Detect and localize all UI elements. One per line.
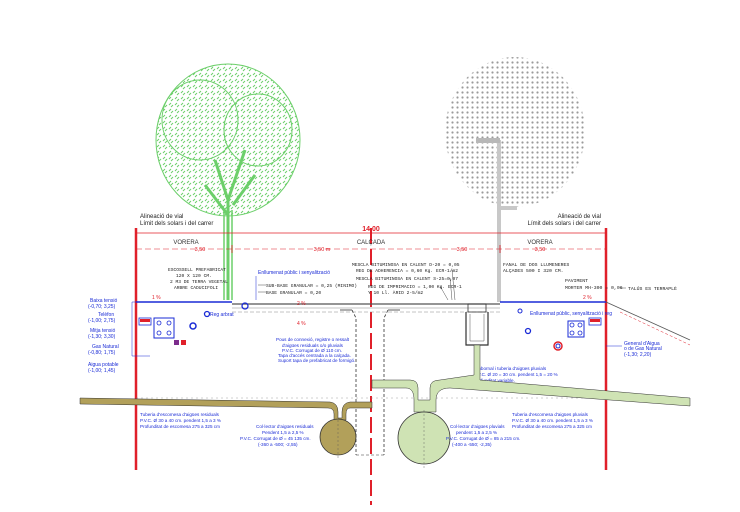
pipe-right-line2: P.V.C. Ø 30 a 40 cm. pendent 1,5 a 3 %: [512, 418, 593, 423]
residual-pipe: [79, 397, 373, 456]
layer-4: REG DE IMPRIMACIO = 1,00 Kg. ECR-1: [368, 284, 462, 290]
left-sidewalk-width: 3,50: [195, 247, 206, 253]
pavement-note-line1: PAVIMENT: [565, 278, 588, 284]
service-water-coords: (-1,00; 1,45): [88, 368, 116, 374]
slope-labels: 1 % 2 % 4 % 2 %: [152, 295, 592, 327]
street-lamp: [445, 57, 585, 302]
services-left: Baixa tensió (-0,70; 3,25) Telèfon (-1,0…: [88, 298, 119, 374]
coll-plu-line3: P.V.C. Corrugat de Ø = 85 a 215 cm.: [446, 436, 520, 441]
left-alignment-line2: Límit dels solars i del carrer: [140, 221, 213, 227]
service-right-line1: General d'Aigua: [624, 341, 660, 347]
alignment-labels: Alineació de vial Límit dels solars i de…: [140, 214, 601, 227]
pipe-right-line3: Profunditat de escomesa 275 a 325 cm: [512, 424, 592, 429]
pipe-notes-left: Tuberia d'escomesa d'aigües residuals P.…: [140, 412, 221, 429]
gully-inlet: [465, 303, 489, 346]
slope-road-top: 2 %: [297, 301, 306, 307]
layer-5: Y 10 Ll. ÀRID 2-5/m2: [368, 289, 423, 296]
service-medium-voltage: Mitja tensió: [90, 328, 116, 334]
utility-ducts-right: [517, 308, 622, 351]
manhole-line3: P.V.C. Corrugat de Ø 110 cm.: [282, 348, 342, 353]
service-right-coords: (-1,30; 2,20): [624, 352, 652, 358]
left-sidewalk-label: VORERA: [173, 240, 198, 246]
service-low-voltage: Baixa tensió: [90, 298, 117, 304]
manhole-note: Pous de connexió, registre o ressalt d'a…: [276, 337, 355, 363]
coll-plu-line4: (-400 a -550; -2,35): [452, 442, 492, 447]
lighting-right: Enllumenat públic, senyalització i reg: [530, 311, 612, 317]
irrigation-label: Reg arbrat: [210, 312, 234, 318]
pipe-left-line1: Tuberia d'escomesa d'aigües residuals: [140, 412, 220, 417]
tree-pit-line3: 2 M3 DE TERRA VEGETAL: [170, 279, 228, 285]
pluvial-pipe: [371, 344, 691, 465]
lighting-labels: Enllumenat públic i senyalització Enllum…: [210, 270, 612, 318]
embankment-note: TALÚS ES TERRAPLÈ: [628, 285, 677, 292]
gully-note: Embornal i tuberia d'aigües pluvials P.V…: [474, 366, 558, 383]
coll-res-line2: Pendent 1,5 a 2,5 %: [262, 430, 304, 435]
pavement-surface: [136, 301, 691, 399]
right-sidewalk-label: VORERA: [527, 240, 552, 246]
tree-pit-line1: ESCOSSELL PREFABRICAT: [168, 267, 226, 273]
service-right: General d'Aigua o de Gas Natural (-1,30;…: [624, 341, 662, 358]
coll-plu-line2: pendent 1,5 a 2,5 %: [456, 430, 497, 435]
lighting-left: Enllumenat públic i senyalització: [258, 270, 330, 276]
right-notes: FANAL DE DOS LLUMENERES ALÇADES 500 I 32…: [503, 262, 677, 292]
collector-pluvial-note: Col·lector d'aigües pluvials pendent 1,5…: [446, 424, 520, 447]
service-gas-coords: (-0,80; 1,75): [88, 350, 116, 356]
center-guides: [337, 410, 425, 470]
roadway-left-width: 3,50 m: [314, 247, 331, 253]
lamp-note-line2: ALÇADES 500 I 320 CM.: [503, 268, 563, 274]
pipe-right-line1: Tuberia d'escomesa d'aigües pluvials: [512, 412, 589, 417]
service-low-voltage-coords: (-0,70; 3,25): [88, 304, 116, 310]
tree-pit-line2: 120 X 120 CM.: [176, 273, 212, 279]
slope-road-bottom: 4 %: [297, 321, 306, 327]
pavement-note-line2: MORTER MH-300 = 0,06: [565, 285, 623, 291]
manhole: [340, 309, 400, 456]
service-telephone: Telèfon: [98, 312, 114, 318]
collector-residual-note: Col·lector d'aigües residuals Pendent 1,…: [240, 424, 314, 447]
total-width-label: 14,00: [362, 226, 380, 233]
gully-line3: Profunditat variable.: [474, 378, 515, 383]
gully-line1: Embornal i tuberia d'aigües pluvials: [474, 366, 547, 371]
manhole-line1: Pous de connexió, registre o ressalt: [276, 337, 350, 342]
coll-res-line1: Col·lector d'aigües residuals: [256, 424, 314, 429]
service-water: Aigua potable: [88, 362, 119, 368]
coll-plu-line1: Col·lector d'aigües pluvials: [450, 424, 505, 429]
right-alignment-line2: Límit dels solars i del carrer: [528, 221, 601, 227]
gully-line2: P.V.C. Ø 20 = 30 cm. pendent 1,5 = 20 %: [474, 372, 558, 377]
dimension-labels: 14,00 VORERA 3,50 CALÇADA 3,50 m 3,50 VO…: [173, 226, 552, 253]
layer-2: REG DE ADHERENCIA = 0,60 Kg. ECR-1/m2: [356, 268, 458, 274]
manhole-line2: d'aigües residuals o/o pluvials: [282, 343, 344, 348]
service-right-line2: o de Gas Natural: [624, 346, 662, 352]
tree-pit-note: ESCOSSELL PREFABRICAT 120 X 120 CM. 2 M3…: [168, 267, 228, 291]
service-gas: Gas Natural: [92, 344, 119, 350]
base-layer-1: SUB-BASE GRANULAR = 0,25 (MINIMO): [266, 283, 357, 289]
base-layer-2: BASE GRANULAR = 0,20: [266, 290, 321, 296]
pipe-left-line3: Profunditat de escomesa 275 a 325 cm: [140, 424, 220, 429]
tree-pit-line4: ARBRE CADUCIFOLI: [174, 285, 218, 291]
slope-left-sidewalk: 1 %: [152, 295, 161, 301]
right-sidewalk-width: 3,50: [535, 247, 546, 253]
service-telephone-coords: (-1,00; 2,75): [88, 318, 116, 324]
manhole-line4: Tapa d'accés centrada a la calçada.: [278, 353, 351, 358]
manhole-line5: Suport tapa de prefabricat de formigó.: [278, 358, 355, 363]
slope-right-sidewalk: 2 %: [583, 295, 592, 301]
utility-ducts-left: [131, 301, 249, 357]
plot-boundaries: [134, 228, 608, 505]
road-layer-notes: MESCLA BITUMINOSA EN CALENT D-20 = 0,05 …: [258, 262, 462, 301]
deciduous-tree: [155, 63, 301, 300]
layer-1: MESCLA BITUMINOSA EN CALENT D-20 = 0,05: [352, 262, 460, 268]
service-medium-voltage-coords: (-1,30; 3,30): [88, 334, 116, 340]
pipe-notes-right: Tuberia d'escomesa d'aigües pluvials P.V…: [512, 412, 593, 429]
layer-3: MESCLA BITUMINOSA EN CALENT S-25=0,07: [356, 276, 458, 282]
right-alignment-line1: Alineació de vial: [558, 214, 601, 220]
left-alignment-line1: Alineació de vial: [140, 214, 183, 220]
lamp-note-line1: FANAL DE DOS LLUMENERES: [503, 262, 569, 268]
coll-res-line4: (-360 a -500; -2,55): [258, 442, 298, 447]
pipe-left-line2: P.V.C. Ø 30 a 40 cm. pendent 1,5 a 3 %: [140, 418, 221, 423]
roadway-right-width: 3,50: [457, 247, 468, 253]
coll-res-line3: P.V.C. Corrugat de Ø = 45 135 cm.: [240, 436, 311, 441]
roadway-label: CALÇADA: [357, 240, 385, 246]
